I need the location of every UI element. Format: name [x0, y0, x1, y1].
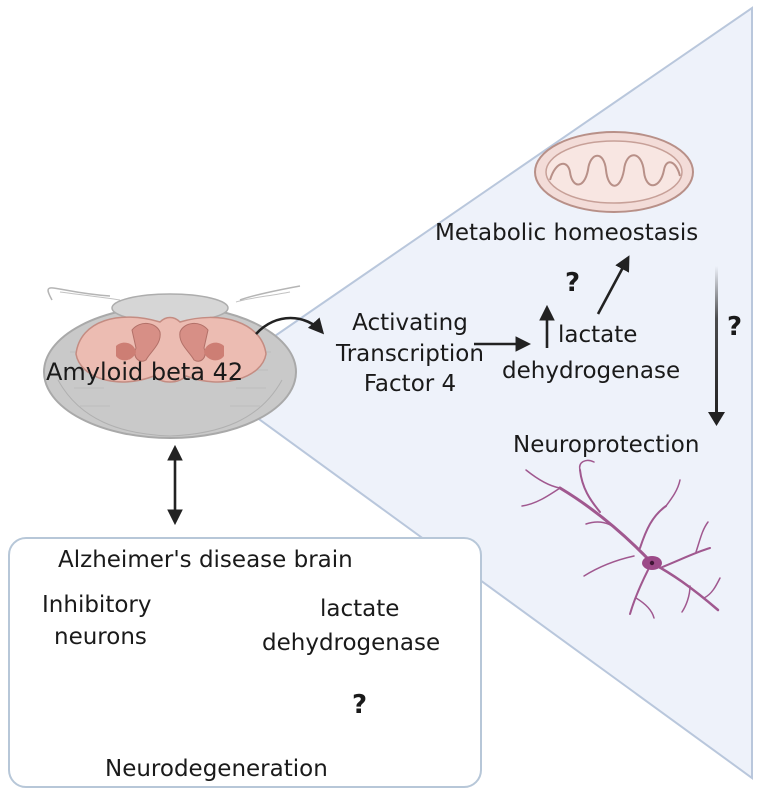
fly-head-illustration: [43, 285, 301, 439]
ad-ldh-label-line-2: dehydrogenase: [262, 630, 441, 656]
inhibitory-line-1: Inhibitory: [42, 592, 152, 618]
amyloid-beta-label: Amyloid beta 42: [46, 358, 244, 386]
atf4-label: Activating Transcription Factor 4: [322, 308, 498, 400]
question-mark-ldh-metabolic: ?: [565, 268, 581, 298]
atf4-line-2: Transcription: [336, 340, 484, 367]
arrow-fly-to-atf4: [255, 316, 325, 335]
ad-brain-panel: [8, 537, 482, 788]
inhibitory-neurons-label: Inhibitory neurons: [42, 592, 151, 651]
ad-ldh-label-line-1: lactate: [320, 596, 400, 622]
ldh-label-line-2: dehydrogenase: [502, 358, 681, 384]
ldh-label-line-1: lactate: [558, 322, 638, 348]
atf4-line-3: Factor 4: [363, 371, 457, 398]
inhibitory-line-2: neurons: [54, 623, 147, 650]
mitochondrion-icon: [534, 131, 694, 213]
question-mark-metabolic-neuroprotection: ?: [727, 312, 743, 342]
arrow-metabolic-to-neuroprotection: [708, 412, 725, 426]
arrow-ldh-to-metabolic: [596, 255, 630, 315]
neurodegeneration-label: Neurodegeneration: [105, 756, 328, 782]
ad-panel-title: Alzheimer's disease brain: [58, 547, 353, 573]
question-mark-ad-neuron: ?: [352, 690, 368, 720]
atf4-line-1: Activating: [352, 310, 468, 336]
neuroprotection-label: Neuroprotection: [513, 432, 700, 458]
metabolic-homeostasis-label: Metabolic homeostasis: [435, 220, 699, 246]
